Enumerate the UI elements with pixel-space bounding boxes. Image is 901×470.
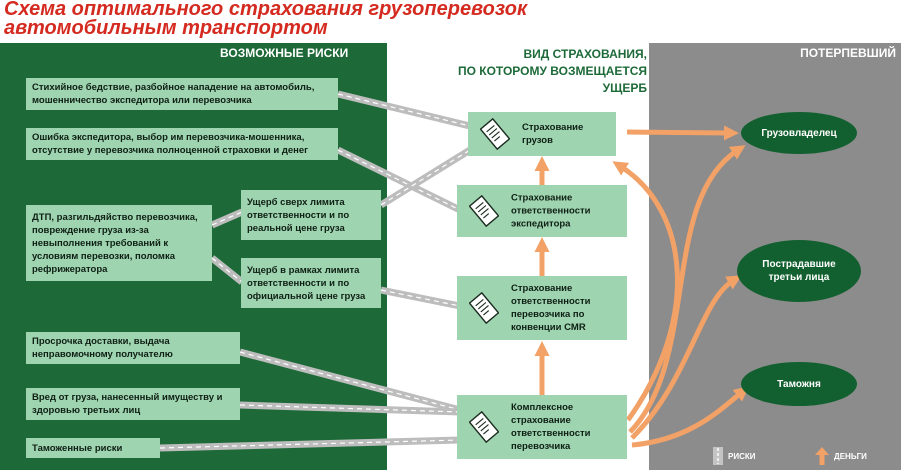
road-risk6-to-complex: [159, 436, 461, 452]
arrow-complex-to-customs: [631, 386, 749, 448]
legend-risks-label: РИСКИ: [728, 451, 756, 461]
victim-cargo-owner: Грузовладелец: [741, 112, 857, 154]
arrow-up-icon: [815, 447, 829, 465]
arrow-cargo-to-owner: [626, 125, 739, 141]
insurance-forwarder-label: Страхование ответственности экспедитора: [511, 192, 591, 230]
legend-money: ДЕНЬГИ: [815, 447, 867, 465]
road-risk2-to-forwarder: [336, 146, 462, 214]
road-risk1-to-cargo: [337, 90, 471, 130]
risk-roads: [159, 90, 472, 452]
insurance-header: ВИД СТРАХОВАНИЯ, ПО КОТОРОМУ ВОЗМЕЩАЕТСЯ…: [387, 46, 647, 97]
road-risk4-to-complex: [239, 348, 461, 414]
victim-header: ПОТЕРПЕВШИЙ: [800, 46, 896, 60]
arrow-complex-to-owner: [628, 145, 746, 434]
document-icon: [469, 194, 499, 228]
road-risk5-to-complex: [239, 401, 461, 416]
insurance-cargo-label: Страхование грузов: [522, 122, 584, 146]
risk-box-3: ДТП, разгильдяйство перевозчика, поврежд…: [26, 205, 212, 281]
arrow-complex-to-cargo: [612, 161, 680, 422]
insurance-forwarder: Страхование ответственности экспедитора: [457, 185, 627, 237]
insurance-carrier-cmr: Страхование ответственности перевозчика …: [457, 276, 627, 340]
legend-risks: РИСКИ: [713, 447, 756, 465]
road-risk3-to-sub1: [210, 208, 244, 229]
risk-box-2: Ошибка экспедитора, выбор им перевозчика…: [26, 128, 338, 160]
insurance-header-line-1: ВИД СТРАХОВАНИЯ,: [523, 47, 648, 61]
document-icon: [480, 117, 510, 151]
document-icon: [469, 291, 499, 325]
road-risk3-to-sub2: [209, 255, 245, 285]
insurance-carrier-cmr-label: Страхование ответственности перевозчика …: [511, 283, 591, 333]
risk-box-4: Просрочка доставки, выдача неправомочном…: [26, 332, 240, 364]
road-sub1-to-cargo: [379, 147, 472, 208]
insurance-complex-label: Комплексное страхование ответственности …: [511, 402, 591, 452]
money-arrows: [534, 125, 749, 448]
sub-risk-box-2: Ущерб в рамках лимита ответственности и …: [241, 258, 381, 308]
sub-risk-box-1: Ущерб сверх лимита ответственности и по …: [241, 190, 381, 240]
insurance-header-line-2: ПО КОТОРОМУ ВОЗМЕЩАЕТСЯ: [457, 64, 647, 78]
risk-box-1-text: Стихийное бедствие, разбойное нападение …: [32, 82, 315, 106]
risk-box-6-text: Таможенные риски: [32, 442, 123, 454]
diagram-title: Схема оптимального страхования грузопере…: [4, 0, 704, 38]
risk-box-4-text: Просрочка доставки, выдача неправомочном…: [32, 336, 173, 360]
document-icon: [469, 410, 499, 444]
insurance-cargo: Страхование грузов: [468, 112, 616, 156]
victim-third-parties: Пострадавшие третьи лица: [737, 240, 861, 302]
sub-risk-box-1-text: Ущерб сверх лимита ответственности и по …: [247, 196, 350, 234]
sub-risk-box-2-text: Ущерб в рамках лимита ответственности и …: [247, 264, 366, 302]
legend-money-label: ДЕНЬГИ: [834, 451, 867, 461]
arrow-complex-to-third: [630, 275, 742, 440]
title-line-1: Схема оптимального страхования грузопере…: [4, 0, 528, 20]
road-legend-icon: [713, 447, 723, 465]
insurance-header-line-3: УЩЕРБ: [602, 81, 647, 95]
victim-customs-label: Таможня: [777, 378, 821, 390]
risk-box-3-text: ДТП, разгильдяйство перевозчика, поврежд…: [32, 211, 198, 275]
victim-third-parties-label: Пострадавшие третьи лица: [762, 259, 836, 283]
insurance-complex: Комплексное страхование ответственности …: [457, 395, 627, 459]
risk-box-6: Таможенные риски: [26, 438, 160, 458]
victim-customs: Таможня: [741, 362, 857, 406]
victim-cargo-owner-label: Грузовладелец: [761, 127, 837, 139]
risks-header: ВОЗМОЖНЫЕ РИСКИ: [220, 46, 349, 60]
risk-box-1: Стихийное бедствие, разбойное нападение …: [26, 78, 338, 110]
title-line-2: автомобильным транспортом: [4, 17, 328, 39]
risk-box-5: Вред от груза, нанесенный имуществу и зд…: [26, 388, 240, 420]
road-sub2-to-cmr: [380, 286, 461, 310]
risk-box-2-text: Ошибка экспедитора, выбор им перевозчика…: [32, 132, 309, 156]
risk-box-5-text: Вред от груза, нанесенный имуществу и зд…: [32, 392, 223, 416]
